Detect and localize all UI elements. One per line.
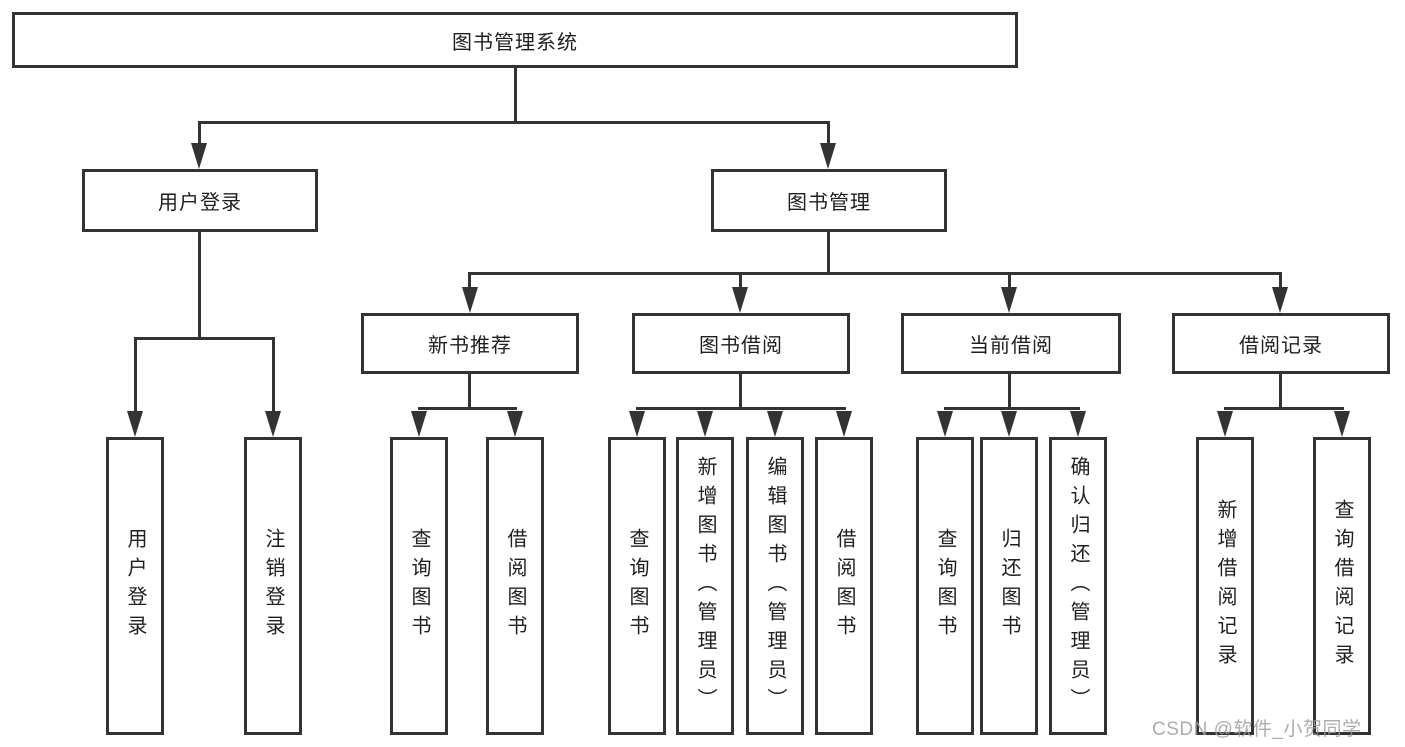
node-label: 用户登录 <box>158 192 242 214</box>
leaf-query-books-current: 查询图书 <box>916 437 974 735</box>
connector-drop-new-book <box>468 272 471 289</box>
connector-drop-borrowing-records <box>1279 272 1282 289</box>
connector-root-trunk <box>514 68 517 124</box>
arrow-down-icon <box>1272 287 1288 313</box>
connector-user-login-trunk <box>198 232 201 340</box>
arrow-down-icon <box>697 411 713 437</box>
leaf-add-borrow-record: 新增借阅记录 <box>1196 437 1254 735</box>
connector-trunk <box>1008 374 1011 410</box>
node-book-management: 图书管理 <box>711 169 947 232</box>
node-label: 查询图书 <box>408 528 430 644</box>
node-label: 借阅图书 <box>833 528 855 644</box>
leaf-logout: 注销登录 <box>244 437 302 735</box>
arrow-down-icon <box>629 411 645 437</box>
connector-drop-current-borrowing <box>1008 272 1011 289</box>
leaf-borrow-books-recommend: 借阅图书 <box>486 437 544 735</box>
node-user-login: 用户登录 <box>82 169 318 232</box>
connector-trunk <box>1279 374 1282 410</box>
leaf-query-borrow-record: 查询借阅记录 <box>1313 437 1371 735</box>
node-label: 用户登录 <box>124 528 146 644</box>
connector-level1-rail <box>198 121 830 124</box>
leaf-query-books-borrowing: 查询图书 <box>608 437 666 735</box>
node-label: 新增图书（管理员） <box>694 455 716 717</box>
connector-trunk <box>468 374 471 410</box>
connector-rail <box>636 407 846 410</box>
arrow-down-icon <box>1001 287 1017 313</box>
node-label: 新书推荐 <box>428 335 512 357</box>
node-label: 确认归还（管理员） <box>1067 455 1089 717</box>
arrow-down-icon <box>732 287 748 313</box>
node-label: 当前借阅 <box>969 335 1053 357</box>
connector-drop-user-login <box>198 121 201 147</box>
node-current-borrowing: 当前借阅 <box>901 313 1121 374</box>
leaf-edit-books-admin: 编辑图书（管理员） <box>746 437 804 735</box>
connector-book-management-trunk <box>827 232 830 274</box>
connector-rail <box>944 407 1080 410</box>
leaf-query-books-recommend: 查询图书 <box>390 437 448 735</box>
arrow-down-icon <box>836 411 852 437</box>
connector-user-login-rail <box>134 337 275 340</box>
leaf-confirm-return-admin: 确认归还（管理员） <box>1049 437 1107 735</box>
node-label: 注销登录 <box>262 528 284 644</box>
node-library-management-system: 图书管理系统 <box>12 12 1018 68</box>
arrow-down-icon <box>191 143 207 169</box>
node-label: 归还图书 <box>998 528 1020 644</box>
connector-trunk <box>739 374 742 410</box>
arrow-down-icon <box>1217 411 1233 437</box>
node-label: 借阅记录 <box>1239 335 1323 357</box>
arrow-down-icon <box>1334 411 1350 437</box>
leaf-add-books-admin: 新增图书（管理员） <box>676 437 734 735</box>
node-borrowing-records: 借阅记录 <box>1172 313 1390 374</box>
node-label: 新增借阅记录 <box>1214 499 1236 673</box>
leaf-return-books: 归还图书 <box>980 437 1038 735</box>
node-label: 编辑图书（管理员） <box>764 455 786 717</box>
arrow-down-icon <box>462 287 478 313</box>
node-label: 图书管理系统 <box>452 31 578 54</box>
node-label: 查询图书 <box>934 528 956 644</box>
node-label: 图书借阅 <box>699 335 783 357</box>
arrow-down-icon <box>1001 411 1017 437</box>
connector-rail <box>1224 407 1344 410</box>
arrow-down-icon <box>507 411 523 437</box>
arrow-down-icon <box>411 411 427 437</box>
node-new-book-recommendation: 新书推荐 <box>361 313 579 374</box>
connector-drop-book-borrowing <box>739 272 742 289</box>
connector-drop-leaf <box>134 337 137 413</box>
connector-drop-leaf <box>272 337 275 413</box>
connector-drop-book-management <box>827 121 830 147</box>
leaf-borrow-books-borrowing: 借阅图书 <box>815 437 873 735</box>
node-label: 查询借阅记录 <box>1331 499 1353 673</box>
connector-level2-rail <box>468 272 1282 275</box>
leaf-user-login: 用户登录 <box>106 437 164 735</box>
node-label: 图书管理 <box>787 192 871 214</box>
arrow-down-icon <box>767 411 783 437</box>
node-label: 查询图书 <box>626 528 648 644</box>
node-book-borrowing: 图书借阅 <box>632 313 850 374</box>
csdn-watermark: CSDN @软件_小贺同学 <box>1152 719 1362 740</box>
node-label: 借阅图书 <box>504 528 526 644</box>
arrow-down-icon <box>127 411 143 437</box>
arrow-down-icon <box>265 411 281 437</box>
arrow-down-icon <box>937 411 953 437</box>
arrow-down-icon <box>1070 411 1086 437</box>
connector-rail <box>418 407 517 410</box>
arrow-down-icon <box>820 143 836 169</box>
